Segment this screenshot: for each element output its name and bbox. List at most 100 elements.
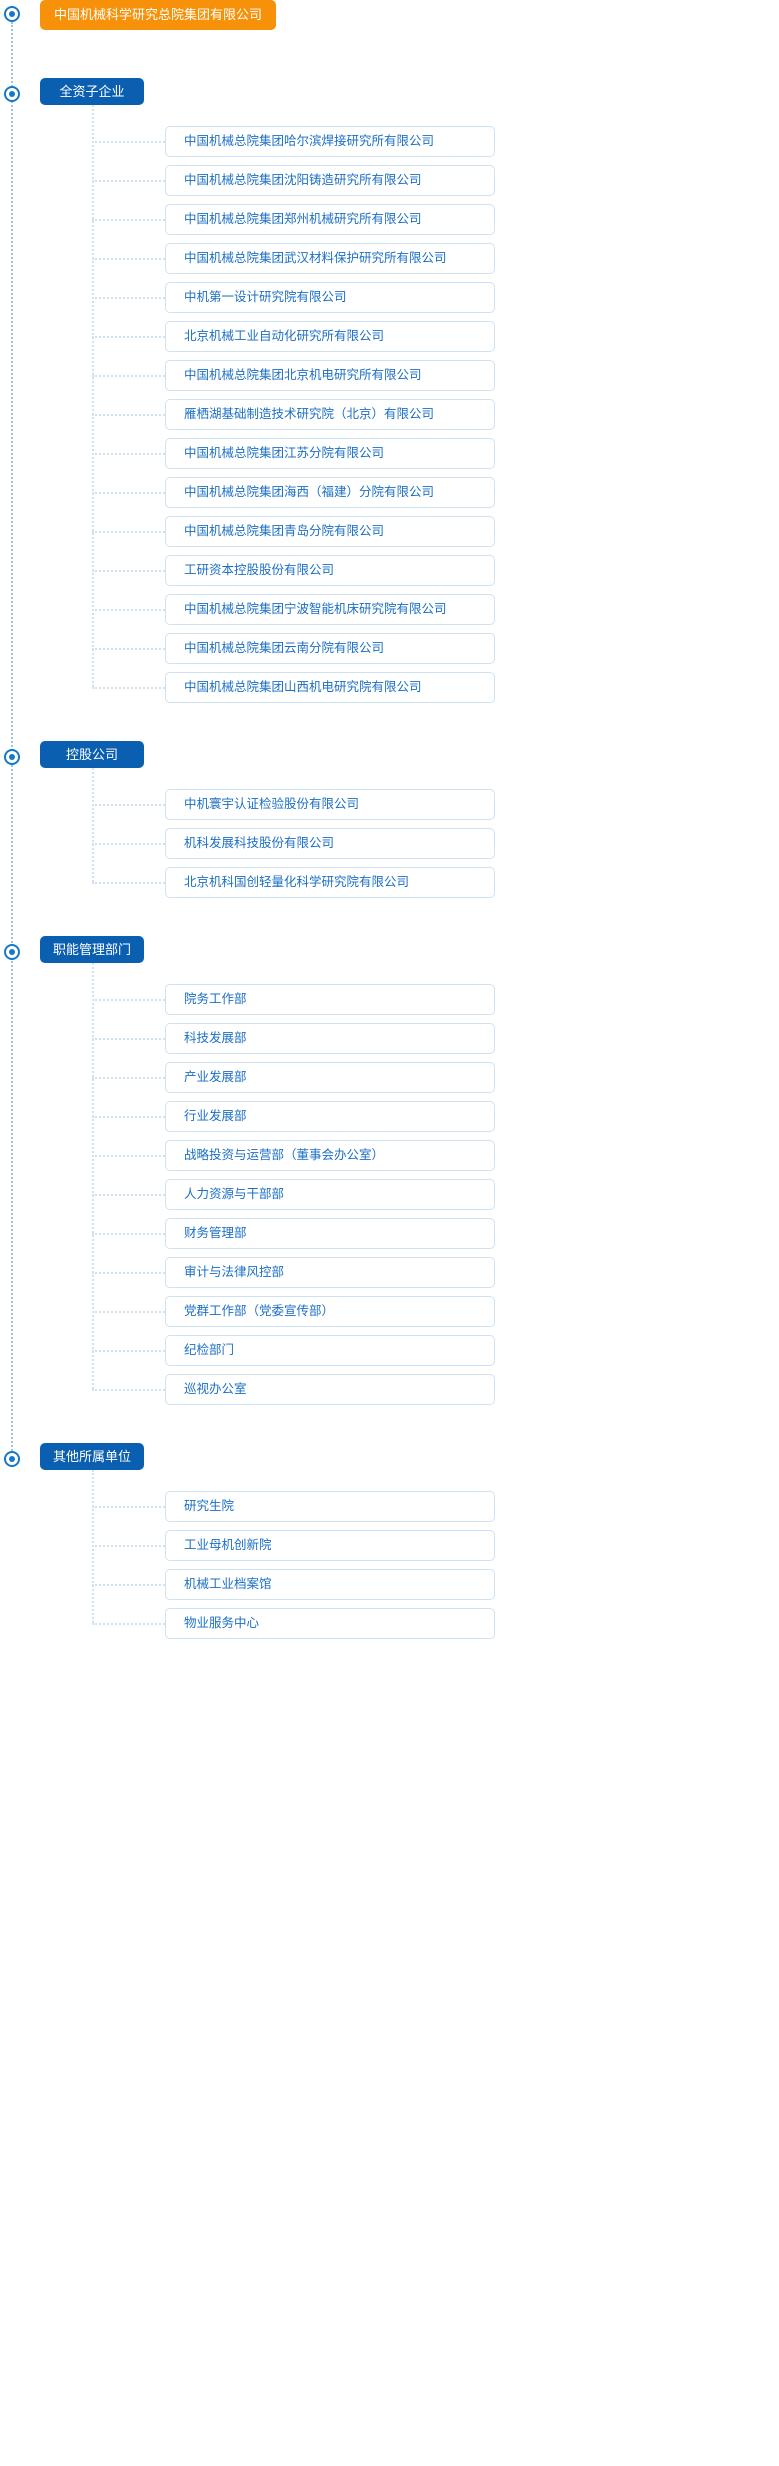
- org-item-card[interactable]: 机科发展科技股份有限公司: [165, 828, 495, 859]
- org-item-card[interactable]: 巡视办公室: [165, 1374, 495, 1405]
- item-connector-line: [92, 1233, 165, 1235]
- org-item-card[interactable]: 行业发展部: [165, 1101, 495, 1132]
- item-connector-line: [92, 219, 165, 221]
- category-node-label[interactable]: 控股公司: [40, 741, 144, 768]
- org-item-card[interactable]: 产业发展部: [165, 1062, 495, 1093]
- org-item-card[interactable]: 中国机械总院集团云南分院有限公司: [165, 633, 495, 664]
- item-connector-line: [92, 1350, 165, 1352]
- radio-dot-icon: [4, 86, 20, 102]
- org-item-row: 党群工作部（党委宣传部）: [0, 1292, 779, 1331]
- category-connector-line: [92, 963, 94, 1389]
- org-item-row: 中国机械总院集团沈阳铸造研究所有限公司: [0, 161, 779, 200]
- root-node-label[interactable]: 中国机械科学研究总院集团有限公司: [40, 0, 277, 30]
- item-connector-line: [92, 1389, 165, 1391]
- category-item-list: 中机寰宇认证检验股份有限公司机科发展科技股份有限公司北京机科国创轻量化科学研究院…: [0, 785, 779, 902]
- item-connector-line: [92, 375, 165, 377]
- category-node-label[interactable]: 其他所属单位: [40, 1443, 144, 1470]
- org-item-card[interactable]: 中机寰宇认证检验股份有限公司: [165, 789, 495, 820]
- category-item-list: 研究生院工业母机创新院机械工业档案馆物业服务中心: [0, 1487, 779, 1643]
- org-item-row: 战略投资与运营部（董事会办公室）: [0, 1136, 779, 1175]
- item-connector-line: [92, 843, 165, 845]
- category-node-row: 职能管理部门: [0, 928, 779, 980]
- radio-dot-icon: [4, 1451, 20, 1467]
- org-item-row: 科技发展部: [0, 1019, 779, 1058]
- radio-dot-icon: [4, 749, 20, 765]
- radio-dot-icon: [4, 6, 20, 22]
- org-item-card[interactable]: 机械工业档案馆: [165, 1569, 495, 1600]
- org-item-row: 北京机械工业自动化研究所有限公司: [0, 317, 779, 356]
- org-item-card[interactable]: 中机第一设计研究院有限公司: [165, 282, 495, 313]
- org-item-card[interactable]: 科技发展部: [165, 1023, 495, 1054]
- org-item-row: 中国机械总院集团郑州机械研究所有限公司: [0, 200, 779, 239]
- org-item-card[interactable]: 中国机械总院集团哈尔滨焊接研究所有限公司: [165, 126, 495, 157]
- category-item-list: 院务工作部科技发展部产业发展部行业发展部战略投资与运营部（董事会办公室） 人力资源…: [0, 980, 779, 1409]
- org-item-card[interactable]: 财务管理部: [165, 1218, 495, 1249]
- org-item-card[interactable]: 人力资源与干部部: [165, 1179, 495, 1210]
- org-item-card[interactable]: 中国机械总院集团山西机电研究院有限公司: [165, 672, 495, 703]
- category-connector-line: [92, 105, 94, 687]
- item-connector-line: [92, 570, 165, 572]
- item-connector-line: [92, 1506, 165, 1508]
- org-item-card[interactable]: 中国机械总院集团海西（福建）分院有限公司: [165, 477, 495, 508]
- category-node-row: 全资子企业: [0, 70, 779, 122]
- root-node-row: 中国机械科学研究总院集团有限公司: [0, 0, 779, 44]
- org-item-row: 工研资本控股股份有限公司: [0, 551, 779, 590]
- org-item-row: 中国机械总院集团哈尔滨焊接研究所有限公司: [0, 122, 779, 161]
- org-item-row: 巡视办公室: [0, 1370, 779, 1409]
- spacer: [0, 1643, 779, 1669]
- item-connector-line: [92, 687, 165, 689]
- item-connector-line: [92, 1623, 165, 1625]
- org-item-card[interactable]: 中国机械总院集团沈阳铸造研究所有限公司: [165, 165, 495, 196]
- org-item-card[interactable]: 北京机械工业自动化研究所有限公司: [165, 321, 495, 352]
- category-group: 职能管理部门院务工作部科技发展部产业发展部行业发展部战略投资与运营部（董事会办公…: [0, 928, 779, 1409]
- item-connector-line: [92, 531, 165, 533]
- category-node-label[interactable]: 职能管理部门: [40, 936, 144, 963]
- org-item-card[interactable]: 雁栖湖基础制造技术研究院（北京）有限公司: [165, 399, 495, 430]
- category-node-row: 控股公司: [0, 733, 779, 785]
- category-item-list: 中国机械总院集团哈尔滨焊接研究所有限公司中国机械总院集团沈阳铸造研究所有限公司中…: [0, 122, 779, 707]
- item-connector-line: [92, 414, 165, 416]
- org-item-card[interactable]: 物业服务中心: [165, 1608, 495, 1639]
- org-item-row: 中国机械总院集团青岛分院有限公司: [0, 512, 779, 551]
- org-item-card[interactable]: 中国机械总院集团郑州机械研究所有限公司: [165, 204, 495, 235]
- item-connector-line: [92, 1272, 165, 1274]
- org-item-card[interactable]: 院务工作部: [165, 984, 495, 1015]
- org-item-card[interactable]: 中国机械总院集团北京机电研究所有限公司: [165, 360, 495, 391]
- org-item-card[interactable]: 工研资本控股股份有限公司: [165, 555, 495, 586]
- org-item-card[interactable]: 战略投资与运营部（董事会办公室）: [165, 1140, 495, 1171]
- org-item-card[interactable]: 审计与法律风控部: [165, 1257, 495, 1288]
- org-item-row: 审计与法律风控部: [0, 1253, 779, 1292]
- category-node-label[interactable]: 全资子企业: [40, 78, 144, 105]
- org-item-card[interactable]: 纪检部门: [165, 1335, 495, 1366]
- spacer: [0, 1409, 779, 1435]
- org-item-row: 产业发展部: [0, 1058, 779, 1097]
- org-item-card[interactable]: 中国机械总院集团宁波智能机床研究院有限公司: [165, 594, 495, 625]
- org-item-row: 中国机械总院集团云南分院有限公司: [0, 629, 779, 668]
- org-item-row: 中国机械总院集团北京机电研究所有限公司: [0, 356, 779, 395]
- item-connector-line: [92, 1194, 165, 1196]
- org-item-card[interactable]: 北京机科国创轻量化科学研究院有限公司: [165, 867, 495, 898]
- category-connector-line: [92, 768, 94, 882]
- org-item-card[interactable]: 党群工作部（党委宣传部）: [165, 1296, 495, 1327]
- spacer: [0, 707, 779, 733]
- category-node-row: 其他所属单位: [0, 1435, 779, 1487]
- item-connector-line: [92, 1077, 165, 1079]
- org-item-row: 院务工作部: [0, 980, 779, 1019]
- org-item-card[interactable]: 工业母机创新院: [165, 1530, 495, 1561]
- item-connector-line: [92, 453, 165, 455]
- org-item-card[interactable]: 中国机械总院集团青岛分院有限公司: [165, 516, 495, 547]
- org-item-card[interactable]: 研究生院: [165, 1491, 495, 1522]
- spacer: [0, 902, 779, 928]
- org-item-row: 中国机械总院集团海西（福建）分院有限公司: [0, 473, 779, 512]
- org-item-row: 纪检部门: [0, 1331, 779, 1370]
- category-group: 全资子企业中国机械总院集团哈尔滨焊接研究所有限公司中国机械总院集团沈阳铸造研究所…: [0, 70, 779, 707]
- org-item-card[interactable]: 中国机械总院集团江苏分院有限公司: [165, 438, 495, 469]
- item-connector-line: [92, 999, 165, 1001]
- org-item-row: 物业服务中心: [0, 1604, 779, 1643]
- root-connector-line: [11, 22, 13, 1459]
- spacer: [0, 44, 779, 70]
- org-item-row: 行业发展部: [0, 1097, 779, 1136]
- item-connector-line: [92, 141, 165, 143]
- org-item-card[interactable]: 中国机械总院集团武汉材料保护研究所有限公司: [165, 243, 495, 274]
